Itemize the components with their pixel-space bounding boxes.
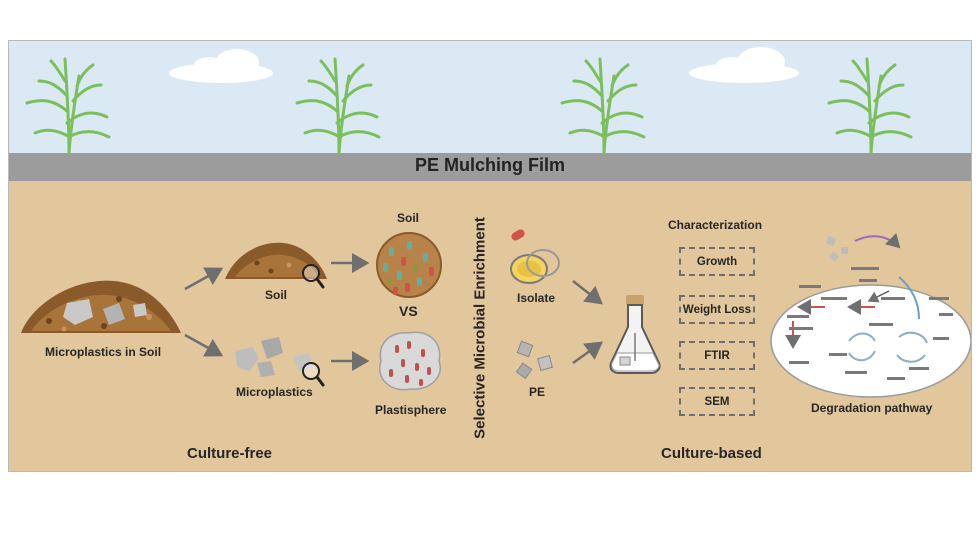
soil-result-label: Soil [397,211,420,225]
soil-pile-icon [225,242,327,279]
plant-icon [295,57,381,155]
plastisphere-label: Plastisphere [375,403,447,417]
selective-enrichment-text: Selective Microbial Enrichment [471,216,488,439]
plant-icon [25,57,111,155]
characterization-title: Characterization [668,218,763,232]
cloud-left [169,49,273,83]
arrow-icon [184,333,224,357]
cloud-right [689,47,799,83]
method-ftir: FTIR [679,341,755,370]
selective-enrichment-label: Selective Microbial Enrichment [463,196,496,459]
mulching-film-band [9,153,971,181]
magnifier-icon [302,362,325,387]
plastisphere-icon [378,331,442,391]
method-weight-loss: Weight Loss [679,295,755,324]
arrow-icon [184,267,224,291]
flask-icon [609,295,661,374]
microplastics-in-soil-label: Microplastics in Soil [45,345,162,359]
soil-mound-icon [21,280,181,333]
degradation-pathway-diagram [770,232,971,398]
arrow-icon [572,280,603,305]
method-sem: SEM [679,387,755,416]
sky-band [9,41,971,153]
isolate-label: Isolate [517,291,556,305]
soil-label: Soil [265,288,288,302]
culture-based-label: Culture-based [661,445,762,462]
illustration-layer [21,47,971,398]
plant-icon [560,57,646,155]
figure-panel: PE Mulching Film Microplastics in Soil S… [8,40,972,472]
bacterium-icon [511,229,525,241]
microplastics-label: Microplastics [236,385,313,399]
petri-dish-icon [510,249,560,284]
mulching-film-title: PE Mulching Film [414,155,565,175]
soil-microbiome-icon [376,232,442,298]
plant-icon [827,57,913,155]
culture-free-label: Culture-free [187,445,273,462]
arrow-icon [572,341,604,365]
pe-label: PE [529,385,546,399]
microplastic-fragments-icon [235,337,313,377]
pe-film-pieces-icon [515,340,553,380]
method-growth: Growth [679,247,755,276]
magnifier-icon [302,264,325,289]
degradation-pathway-label: Degradation pathway [811,401,933,415]
vs-label: VS [399,303,418,319]
